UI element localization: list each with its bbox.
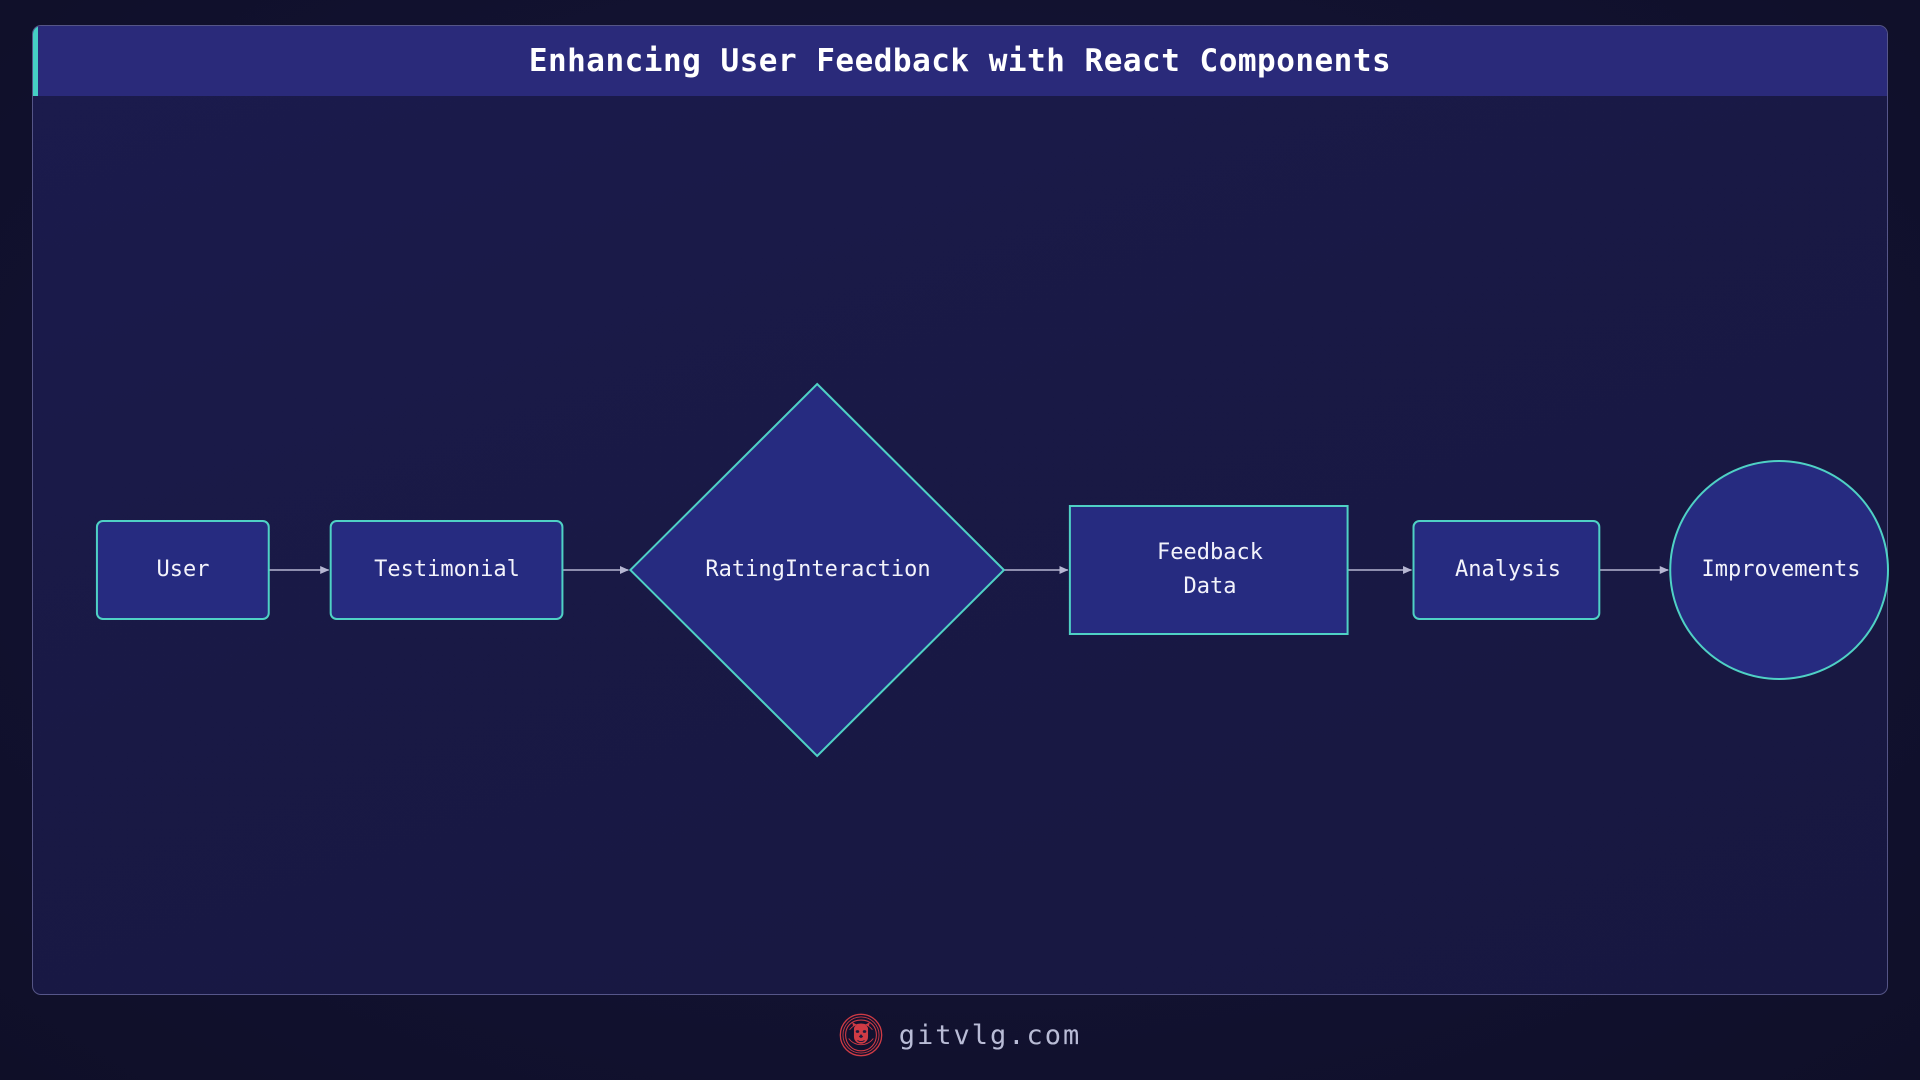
node-layer xyxy=(95,382,1889,758)
footer-watermark: gitvlg.com xyxy=(0,1005,1920,1065)
lion-head-logo-icon xyxy=(839,1013,883,1057)
flow-node-testimonial[interactable] xyxy=(329,520,564,620)
diagram-card: Enhancing User Feedback with React Compo… xyxy=(32,25,1889,996)
flow-node-analysis[interactable] xyxy=(1412,520,1601,620)
flow-node-rating[interactable] xyxy=(628,382,1006,758)
flow-node-user[interactable] xyxy=(95,520,270,620)
flow-node-feedback[interactable] xyxy=(1068,505,1349,635)
footer-site-label: gitvlg.com xyxy=(898,1019,1082,1051)
flowchart-svg xyxy=(95,382,1889,758)
page-title: Enhancing User Feedback with React Compo… xyxy=(528,43,1392,79)
title-accent-bar xyxy=(33,26,38,96)
flow-node-improvements[interactable] xyxy=(1669,460,1889,680)
diagram-title-bar: Enhancing User Feedback with React Compo… xyxy=(33,26,1887,96)
